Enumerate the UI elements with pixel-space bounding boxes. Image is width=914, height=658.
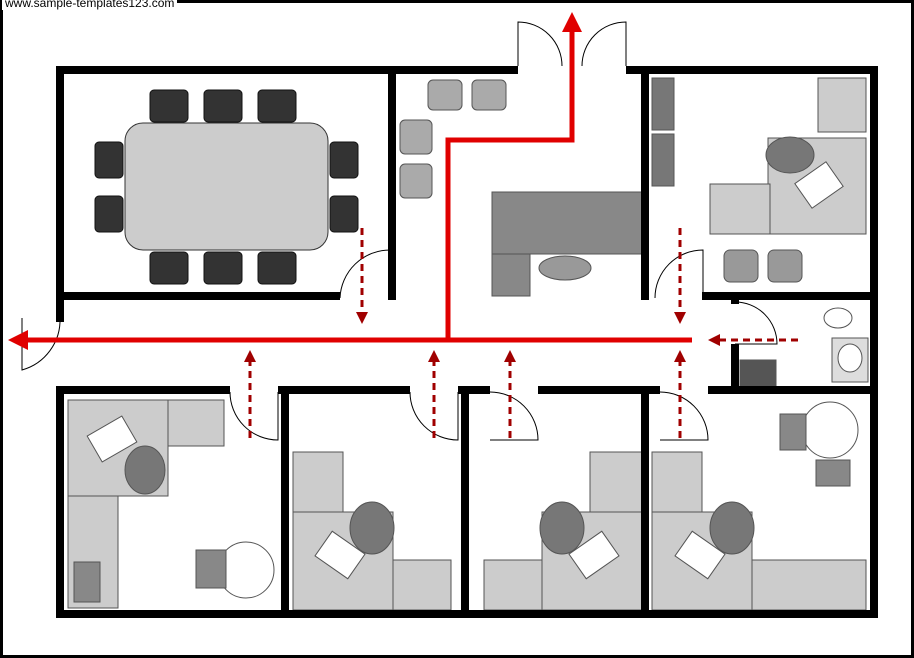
doors bbox=[21, 21, 778, 441]
primary-exit-route bbox=[8, 12, 692, 350]
conference-chairs bbox=[94, 89, 359, 285]
office-bottom-1 bbox=[67, 399, 275, 609]
conference-room bbox=[94, 89, 359, 285]
office-bottom-4 bbox=[651, 401, 867, 611]
office-bottom-2 bbox=[292, 451, 452, 611]
north-exit-arrow bbox=[445, 12, 582, 340]
office-bottom-3 bbox=[483, 451, 643, 611]
office-top-right bbox=[651, 77, 867, 283]
restroom bbox=[739, 307, 869, 387]
reception-desk bbox=[491, 191, 643, 255]
watermark: www.sample-templates123.com bbox=[2, 0, 178, 10]
secondary-exit-routes bbox=[244, 228, 798, 438]
walls bbox=[56, 66, 878, 618]
reception bbox=[399, 79, 643, 297]
conference-table bbox=[124, 122, 329, 251]
